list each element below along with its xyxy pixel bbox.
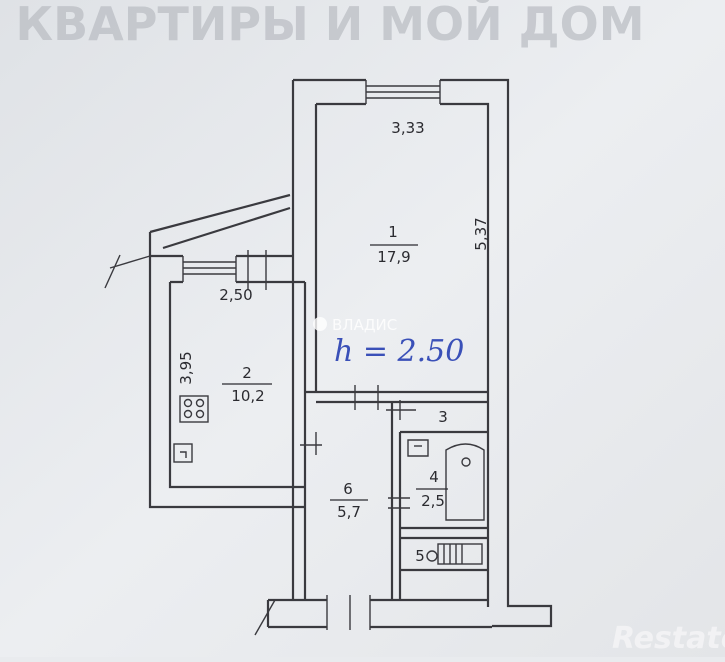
vladis-watermark-text: ВЛАДИС <box>332 316 397 334</box>
bathroom-sink-icon <box>407 439 429 457</box>
ceiling-height-note: h = 2.50 <box>334 334 464 369</box>
vladis-watermark: ВЛАДИС <box>313 316 397 334</box>
toilet-icon <box>426 543 483 565</box>
door-marks <box>247 250 416 509</box>
restate-logo: Restate <box>612 621 725 656</box>
room-2-length-dimension: 3,95 <box>177 351 195 384</box>
room-3-number: 3 <box>438 408 448 426</box>
stove-icon <box>179 395 209 423</box>
vladis-logo-icon <box>313 317 327 331</box>
room-4-area: 2,5 <box>421 492 445 510</box>
dimension-labels: 3,33 5,37 2,50 3,95 <box>177 119 490 385</box>
room-2-number: 2 <box>242 364 252 382</box>
room-5-number: 5 <box>415 547 425 565</box>
faded-header-text: КВАРТИРЫ И МОЙ ДОМ <box>16 0 645 51</box>
room-2-width-dimension: 2,50 <box>219 286 252 304</box>
bathtub-icon <box>445 443 485 521</box>
room-4-number: 4 <box>429 468 439 486</box>
room-6-area: 5,7 <box>337 503 361 521</box>
room-labels: 1 17,9 2 10,2 3 4 2,5 5 6 5,7 <box>222 223 448 565</box>
room-6-number: 6 <box>343 480 353 498</box>
room-1-number: 1 <box>388 223 398 241</box>
room-2-area: 10,2 <box>231 387 264 405</box>
kitchen-sink-icon <box>173 443 193 463</box>
room-1-length-dimension: 5,37 <box>472 217 490 250</box>
restate-logo-text: Restate <box>612 621 725 656</box>
room-1-area: 17,9 <box>377 248 410 266</box>
room-1-width-dimension: 3,33 <box>391 119 424 137</box>
